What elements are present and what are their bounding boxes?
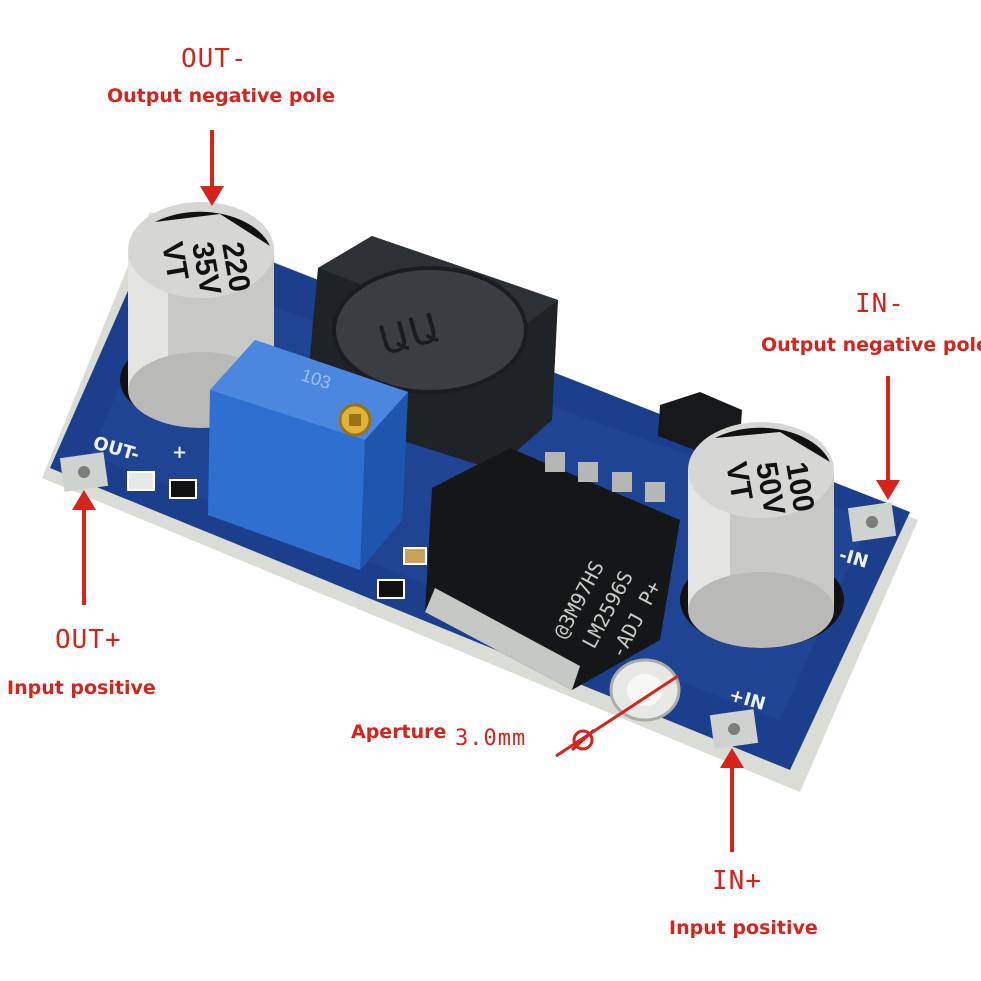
cap-left-line3: VT [155, 239, 194, 282]
smd-component [377, 579, 405, 599]
label-out-plus-desc: Input positive [7, 677, 156, 699]
label-out-minus-desc: Output negative pole [107, 85, 335, 107]
label-in-minus-desc: Output negative pole [761, 334, 981, 356]
ic-lm2596 [425, 448, 680, 690]
label-in-minus-code: IN- [855, 289, 905, 319]
label-aperture-desc: Aperture [351, 721, 447, 743]
arrow-out-plus [72, 490, 96, 605]
potentiometer [208, 340, 408, 570]
label-aperture-value: 3.0mm [455, 726, 527, 751]
label-in-plus-desc: Input positive [669, 917, 818, 939]
capacitor-right [680, 422, 844, 648]
label-in-plus-code: IN+ [712, 866, 762, 896]
label-out-plus-code: OUT+ [55, 625, 122, 655]
silk-out-plus: + [172, 442, 187, 463]
aperture-pointer [555, 674, 679, 758]
smd-component [127, 471, 155, 491]
arrow-in-plus [720, 748, 744, 852]
arrow-in-minus [876, 376, 900, 500]
arrow-out-minus [200, 130, 224, 206]
cap-right-line3: VT [719, 459, 758, 502]
smd-component [169, 479, 197, 499]
label-out-minus-code: OUT- [181, 44, 248, 74]
smd-component [403, 547, 427, 565]
